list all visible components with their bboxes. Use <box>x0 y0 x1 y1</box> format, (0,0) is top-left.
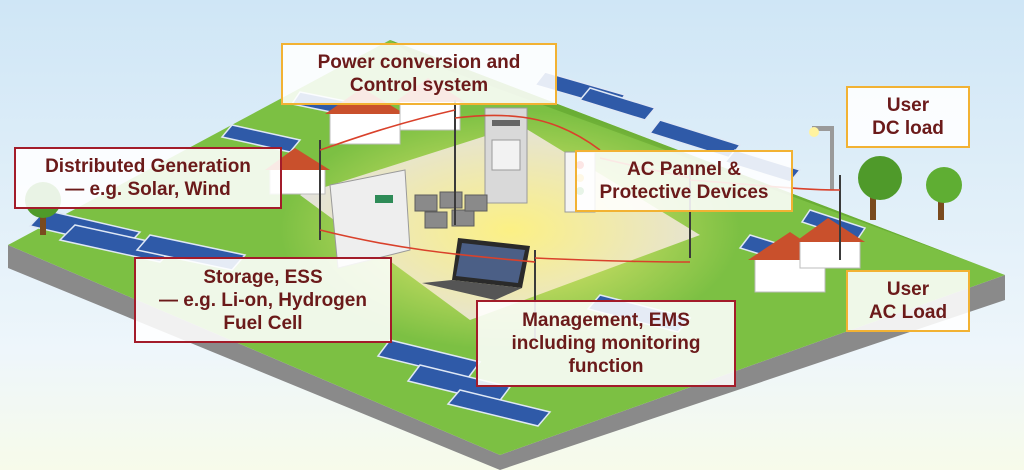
ac-panel-label: AC Pannel & Protective Devices <box>575 150 793 212</box>
ac-panel-label-line2: Protective Devices <box>599 182 769 203</box>
management-ems-label-line1: Management, EMS <box>522 310 690 331</box>
user-ac-load-label: User AC Load <box>846 270 970 332</box>
storage-ess-label-line2: — e.g. Li-on, Hydrogen <box>159 289 367 311</box>
tree <box>858 156 902 200</box>
storage-ess-label-line1: Storage, ESS <box>203 266 323 288</box>
solar-panel-row <box>578 87 657 121</box>
storage-container <box>329 169 411 269</box>
power-conversion-label: Power conversion and Control system <box>281 43 557 105</box>
management-ems-label-line3: function <box>568 356 644 377</box>
solar-panel-row <box>446 389 552 427</box>
street-lamp <box>809 126 834 190</box>
user-ac-load-label-line1: User <box>886 279 930 300</box>
power-cabinet <box>484 107 528 204</box>
ground-side <box>8 245 1005 470</box>
management-ems-label: Management, EMS including monitoring fun… <box>476 300 736 387</box>
storage-ess-label-line3: Fuel Cell <box>223 312 303 334</box>
tree <box>926 167 962 203</box>
distributed-generation-label-line2: — e.g. Solar, Wind <box>65 179 231 200</box>
power-conversion-label-line1: Power conversion and <box>317 52 521 73</box>
power-conversion-label-line2: Control system <box>349 75 489 96</box>
house <box>795 218 865 269</box>
ac-panel-label-line1: AC Pannel & <box>626 159 742 180</box>
user-dc-load-label-line1: User <box>886 95 930 116</box>
storage-ess-label: Storage, ESS — e.g. Li-on, Hydrogen Fuel… <box>134 257 392 343</box>
distributed-generation-label: Distributed Generation — e.g. Solar, Win… <box>14 147 282 209</box>
user-dc-load-label: User DC load <box>846 86 970 148</box>
battery-modules <box>414 191 488 229</box>
management-ems-label-line2: including monitoring <box>511 333 701 354</box>
laptop-monitor <box>422 238 530 300</box>
user-ac-load-label-line2: AC Load <box>868 302 948 323</box>
distributed-generation-label-line1: Distributed Generation <box>45 156 251 177</box>
user-dc-load-label-line2: DC load <box>872 118 944 139</box>
